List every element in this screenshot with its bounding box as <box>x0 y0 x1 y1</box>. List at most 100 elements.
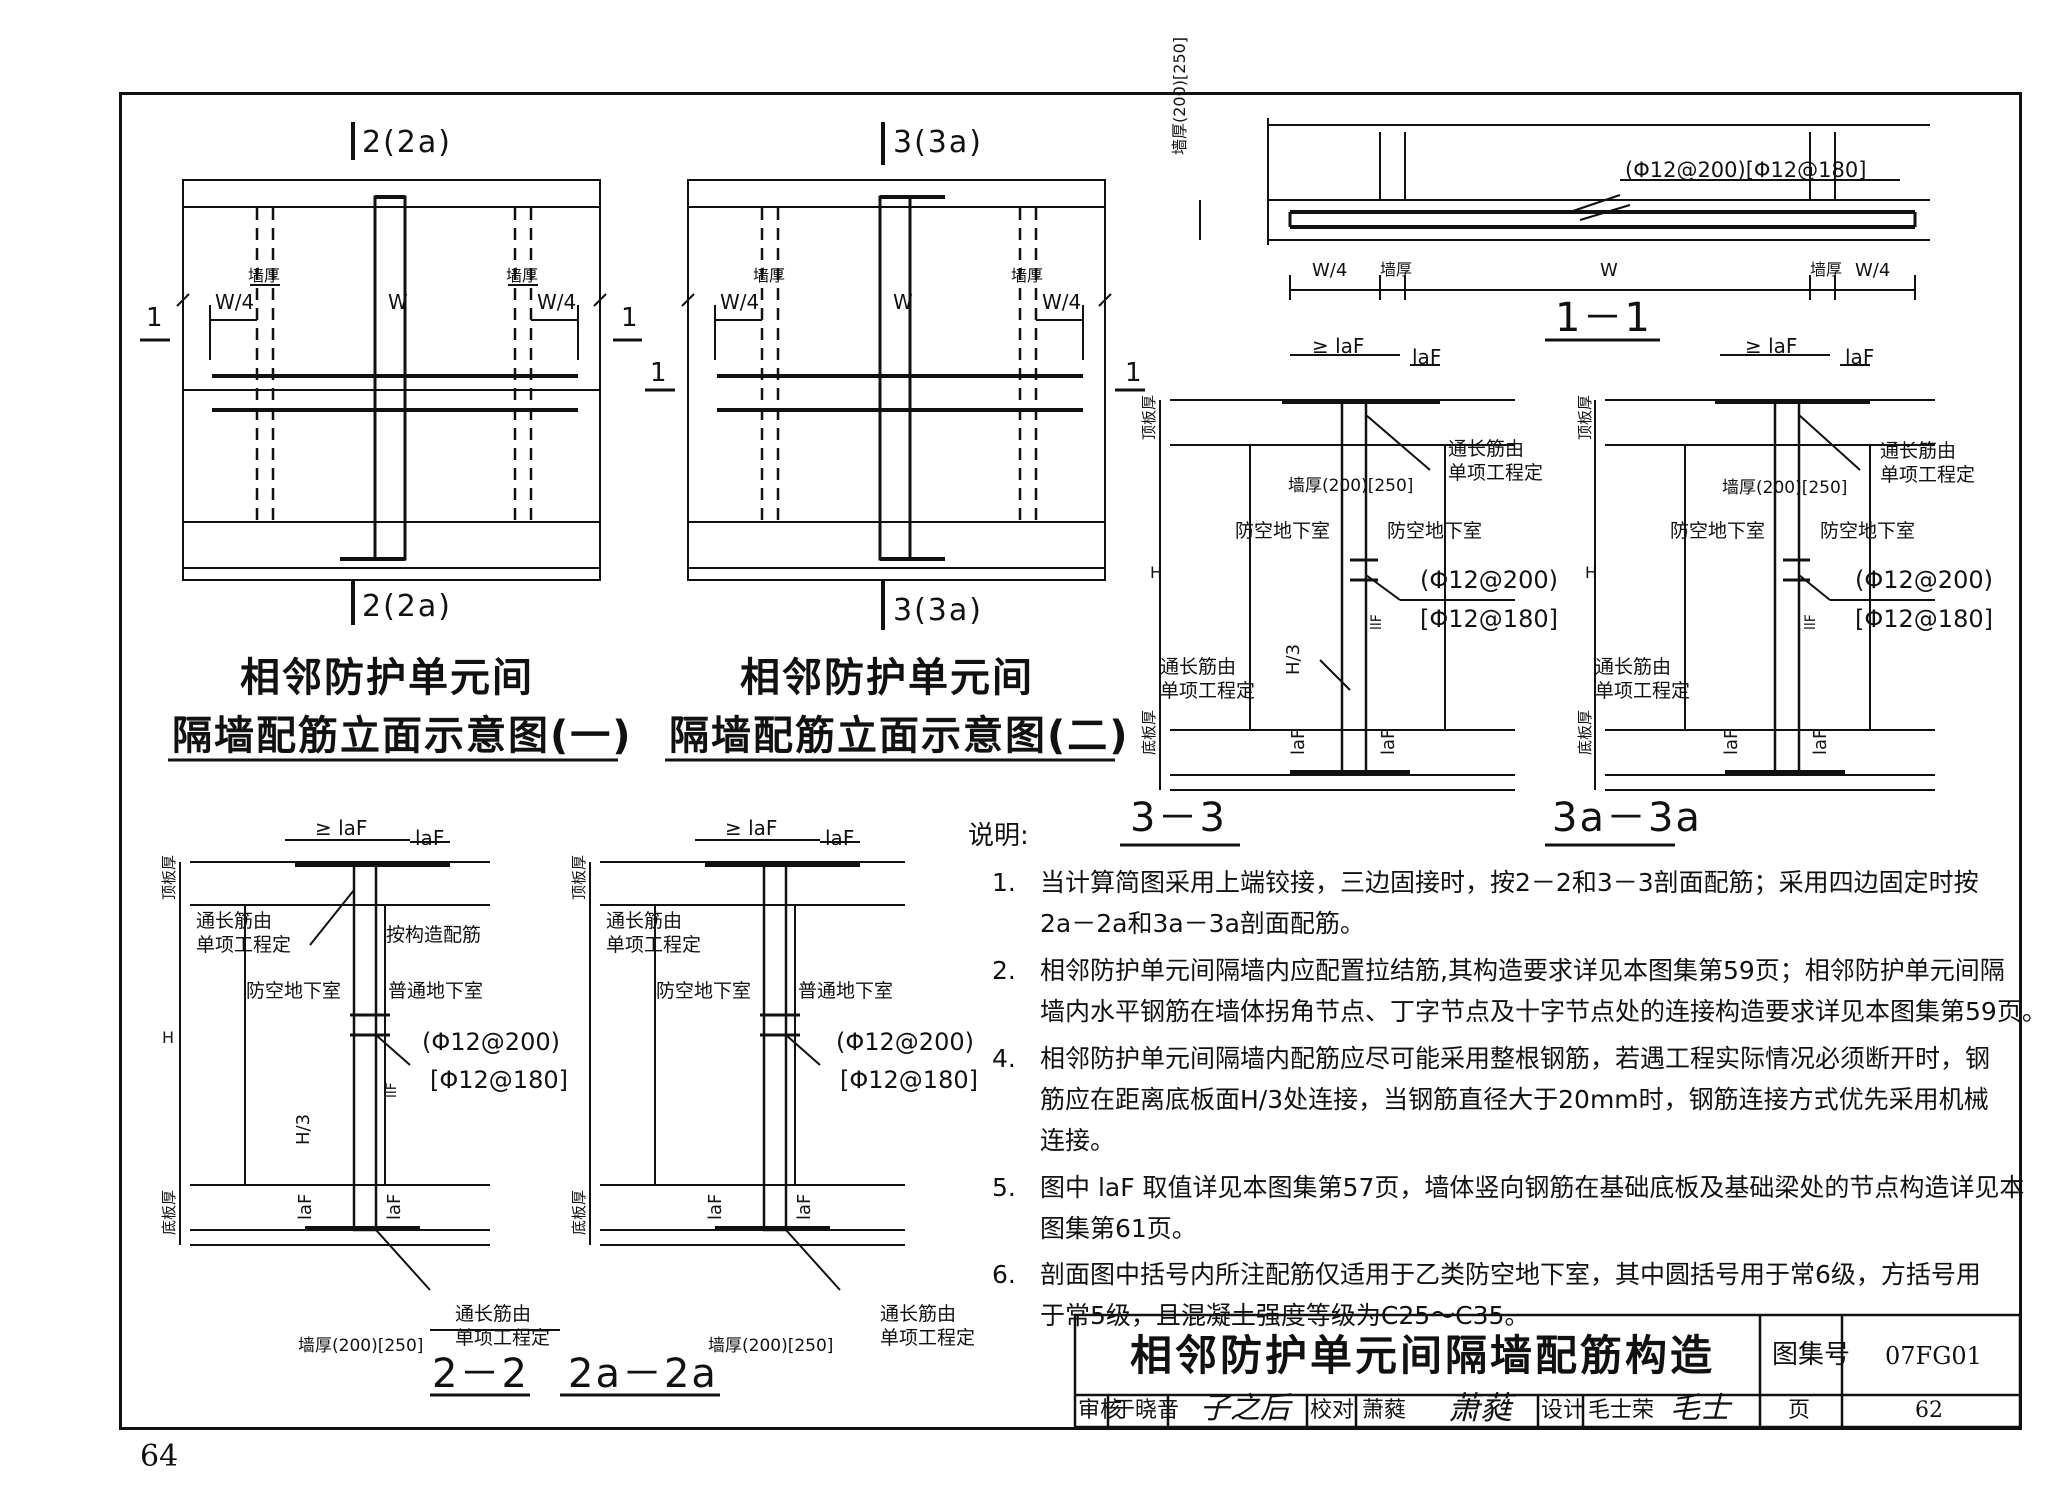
elev1-dim-mid: W <box>388 290 408 314</box>
s3a-bottom: 底板厚 <box>1576 709 1594 755</box>
s22-top: 顶板厚 <box>160 854 178 900</box>
note-4-line2: 筋应在距离底板面H/3处连接，当钢筋直径大于20mm时，钢筋连接方式优先采用机械 <box>1040 1085 1989 1114</box>
s11-title: 1－1 <box>1555 295 1652 341</box>
s33-h3: H/3 <box>1283 643 1304 675</box>
notes-heading: 说明: <box>968 821 1029 851</box>
section-3-3 <box>1120 354 1515 847</box>
s22-left-room: 防空地下室 <box>246 980 342 1002</box>
s2a-bottom: 底板厚 <box>570 1189 588 1235</box>
s22-bottom: 底板厚 <box>160 1189 178 1235</box>
s3a-wall: 墙厚(200)[250] <box>1722 478 1848 498</box>
s33-r1: (Φ12@200) <box>1420 566 1558 594</box>
elev1-title-line1: 相邻防护单元间 <box>240 655 534 701</box>
s22-laf-r: laF <box>384 1193 405 1220</box>
s3a-tongchang-2: 通长筋由 <box>1595 656 1672 678</box>
s3a-h: H <box>1585 563 1598 582</box>
s22-h: H <box>162 1028 175 1047</box>
note-5-line1: 图中 laF 取值详见本图集第57页，墙体竖向钢筋在基础底板及基础梁处的节点构造… <box>1040 1173 2025 1202</box>
s33-llf: llF <box>1369 614 1385 630</box>
s22-h3: H/3 <box>293 1113 314 1145</box>
review-label: 审核 <box>1078 1398 1123 1423</box>
elev1-cut-left: 1 <box>146 303 165 333</box>
designer-name: 毛士荣 <box>1588 1398 1655 1423</box>
s3a-danxiang-2: 单项工程定 <box>1595 680 1691 702</box>
s2a-r1: (Φ12@200) <box>836 1028 974 1056</box>
s22-title: 2－2 <box>432 1351 529 1397</box>
note-2-num: 2. <box>992 956 1016 985</box>
s22-r1: (Φ12@200) <box>422 1028 560 1056</box>
note-2-line2: 墙内水平钢筋在墙体拐角节点、丁字节点及十字节点处的连接构造要求详见本图集第59页… <box>1040 997 2047 1026</box>
designer-signature: 毛士 <box>1670 1391 1730 1426</box>
s3a-title: 3a－3a <box>1552 795 1702 841</box>
note-1-num: 1. <box>992 868 1016 897</box>
check-label: 校对 <box>1310 1398 1355 1423</box>
elev2-dim-left: W/4 <box>720 290 760 314</box>
elev2-cut-right: 1 <box>1125 358 1144 388</box>
s33-tongchang-2: 通长筋由 <box>1160 656 1237 678</box>
page-label: 页 <box>1788 1398 1811 1423</box>
elev2-cut-bottom: 3(3a) <box>893 593 983 628</box>
elev2-dim-right: W/4 <box>1042 290 1082 314</box>
s3a-ge-laf: ≥ laF <box>1745 334 1798 358</box>
checker-name: 萧蕤 <box>1362 1398 1407 1423</box>
s33-right-room: 防空地下室 <box>1387 520 1483 542</box>
elev1-wall-left: 墙厚 <box>248 266 281 285</box>
s33-danxiang: 单项工程定 <box>1448 462 1544 484</box>
design-label: 设计 <box>1541 1398 1586 1423</box>
elev1-title-line2: 隔墙配筋立面示意图(一) <box>172 713 633 759</box>
s22-right-room: 普通地下室 <box>388 980 484 1002</box>
note-5-line2: 图集第61页。 <box>1040 1214 1197 1243</box>
s3a-right-room: 防空地下室 <box>1820 520 1916 542</box>
s22-danxiang: 单项工程定 <box>196 934 292 956</box>
s2a-danxiang: 单项工程定 <box>606 934 702 956</box>
note-4-num: 4. <box>992 1044 1016 1073</box>
s3a-laf-l: laF <box>1721 728 1742 755</box>
s3a-danxiang: 单项工程定 <box>1880 464 1976 486</box>
s2a-laf-r: laF <box>794 1193 815 1220</box>
note-1-line1: 当计算简图采用上端铰接，三边固接时，按2－2和3－3剖面配筋；采用四边固定时按 <box>1040 868 1979 897</box>
reviewer-signature: 子之后 <box>1200 1391 1290 1426</box>
s33-top: 顶板厚 <box>1140 394 1158 440</box>
s22-llf: llF <box>384 1082 400 1098</box>
s33-laf-r: laF <box>1378 728 1399 755</box>
s3a-left-room: 防空地下室 <box>1670 520 1766 542</box>
s2a-title: 2a－2a <box>568 1351 718 1397</box>
section-3a-3a <box>1545 354 1935 847</box>
s2a-wall: 墙厚(200)[250] <box>708 1336 834 1356</box>
note-5-num: 5. <box>992 1173 1016 1202</box>
note-6-line1: 剖面图中括号内所注配筋仅适用于乙类防空地下室，其中圆括号用于常6级，方括号用 <box>1040 1260 1981 1289</box>
atlas-label: 图集号 <box>1772 1340 1851 1370</box>
drawing-frame <box>119 92 2022 1430</box>
s3a-top: 顶板厚 <box>1576 394 1594 440</box>
section-2a-2a <box>560 839 905 1397</box>
page-number: 64 <box>140 1439 179 1474</box>
elevation-two <box>645 122 1145 630</box>
s2a-danxiang-2: 单项工程定 <box>880 1327 976 1349</box>
s11-dim-4: 墙厚 <box>1810 260 1843 279</box>
section-1-1 <box>1199 118 1930 342</box>
s22-laf-l: laF <box>295 1193 316 1220</box>
elev1-cut-bottom: 2(2a) <box>362 589 452 624</box>
s11-dim-2: 墙厚 <box>1380 260 1413 279</box>
elev2-wall-right: 墙厚 <box>1011 266 1044 285</box>
reviewer-name: 于晓音 <box>1113 1398 1180 1423</box>
s22-laf-top: laF <box>415 826 445 850</box>
s2a-top: 顶板厚 <box>570 854 588 900</box>
s33-wall: 墙厚(200)[250] <box>1288 476 1414 496</box>
s22-ge-laf: ≥ laF <box>315 816 368 840</box>
s2a-r2: [Φ12@180] <box>840 1066 978 1094</box>
elev1-dim-right: W/4 <box>537 290 577 314</box>
s2a-laf-l: laF <box>705 1193 726 1220</box>
section-2-2 <box>179 839 560 1397</box>
s3a-llf: llF <box>1803 614 1819 630</box>
s33-title: 3－3 <box>1130 795 1227 841</box>
elevation-one <box>140 122 642 625</box>
s2a-laf-top: laF <box>825 826 855 850</box>
s11-dim-5: W/4 <box>1855 260 1891 281</box>
s33-laf-top: laF <box>1412 345 1442 369</box>
s11-dim-3: W <box>1600 260 1618 281</box>
s2a-ge-laf: ≥ laF <box>725 816 778 840</box>
s33-r2: [Φ12@180] <box>1420 605 1558 633</box>
s33-laf-l: laF <box>1288 728 1309 755</box>
